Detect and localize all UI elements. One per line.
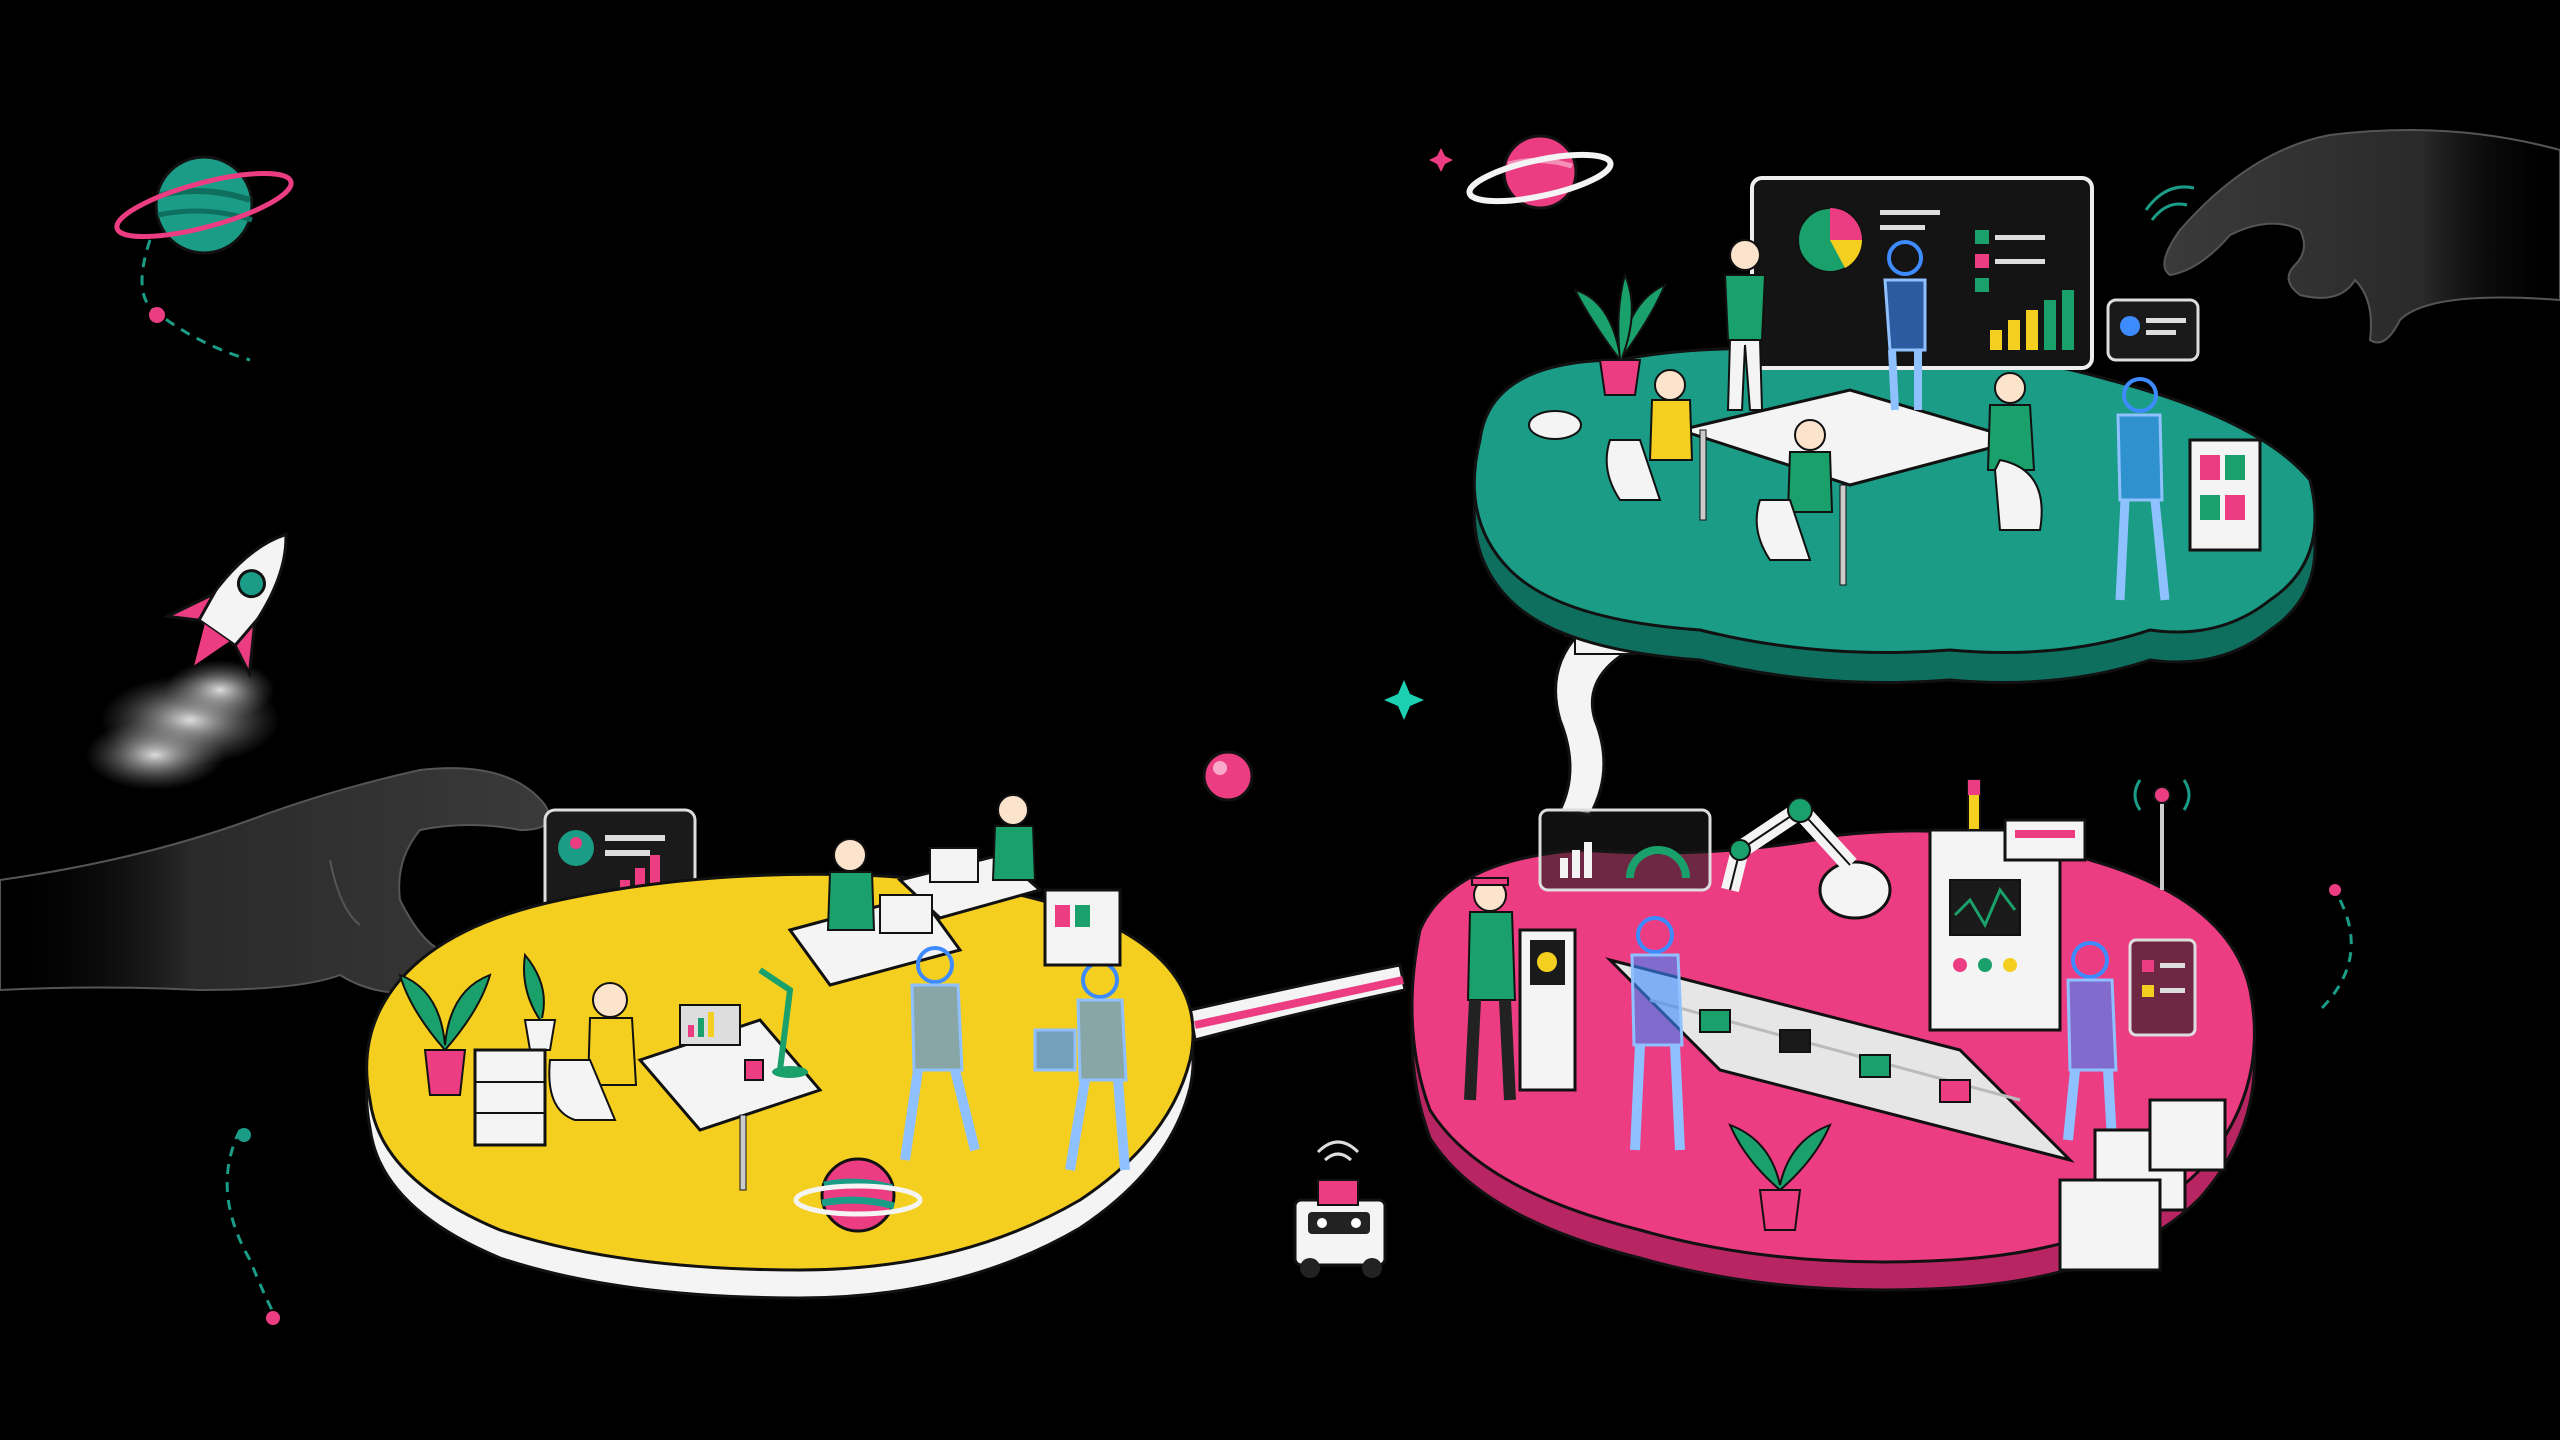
person-seated-right	[1986, 372, 2043, 531]
filing-cabinet	[473, 1048, 547, 1147]
orbit-dot	[266, 1311, 280, 1325]
product-box	[1859, 1054, 1891, 1078]
meeting-room-island	[1472, 176, 2317, 684]
person-seated-green-desk	[826, 838, 876, 931]
pink-orb-icon	[1202, 750, 1254, 802]
laptop-icon	[679, 1004, 741, 1046]
striped-planet-icon	[793, 1157, 923, 1233]
factory-island	[1410, 779, 2256, 1292]
person-standing-presenter	[1723, 239, 1767, 411]
control-kiosk	[1518, 928, 1577, 1092]
plant-icon	[1728, 1123, 1832, 1231]
hologram-person-right	[2115, 377, 2170, 601]
hologram-person-boxes	[1033, 961, 1130, 1171]
desk-lamp-icon	[758, 967, 808, 1078]
pink-planet-icon	[1466, 134, 1614, 210]
orbit-path-right	[2318, 899, 2353, 1012]
orbit-dot	[2329, 884, 2341, 896]
antenna-icon	[2133, 779, 2191, 890]
green-planet-icon	[114, 155, 294, 255]
industrial-machine	[1928, 818, 2087, 1032]
laptop-icon	[929, 847, 979, 883]
person-seated-yellow-desk	[548, 982, 638, 1121]
orbit-path-top-left	[140, 239, 251, 362]
sparkle-icon	[1429, 148, 1453, 172]
worker-with-tablet	[1464, 877, 1517, 1101]
person-seated-green	[1755, 419, 1834, 561]
product-box	[1939, 1079, 1971, 1103]
robot-icon	[1293, 1140, 1387, 1278]
product-box	[1699, 1009, 1731, 1033]
plant-icon	[1573, 272, 1667, 396]
office-island	[365, 794, 1195, 1300]
dome-light	[1528, 410, 1582, 440]
plant-icon	[523, 952, 557, 1051]
rocket-icon	[85, 532, 288, 790]
hologram-operator	[1630, 916, 1685, 1151]
stacked-crates	[2058, 1098, 2227, 1272]
sparkle-icon	[1384, 680, 1424, 720]
orbit-dot	[149, 307, 165, 323]
hologram-presenter	[1883, 240, 1927, 411]
bookshelf	[2188, 438, 2262, 552]
product-box	[1779, 1029, 1811, 1053]
right-hand-icon	[2163, 129, 2560, 344]
plant-icon	[398, 973, 492, 1096]
robotic-arm	[1721, 797, 1892, 920]
hologram-inspector	[2063, 941, 2118, 1141]
chat-bubble-icon	[2106, 298, 2200, 362]
orbit-path-bottom-left	[225, 1129, 274, 1311]
left-hand-icon	[0, 767, 551, 994]
bookshelf	[1043, 888, 1122, 967]
orbit-dot	[237, 1128, 251, 1142]
factory-holo-screen	[1538, 808, 1712, 892]
signal-tower-light	[1967, 779, 1981, 831]
wifi-icon	[2144, 185, 2195, 221]
person-seated-back-desk	[991, 794, 1037, 881]
laptop-icon	[879, 894, 933, 934]
checklist-screen	[2128, 938, 2197, 1037]
person-seated-yellow	[1605, 369, 1694, 501]
mug-icon	[744, 1059, 764, 1081]
hologram-person-tablet	[900, 946, 980, 1161]
